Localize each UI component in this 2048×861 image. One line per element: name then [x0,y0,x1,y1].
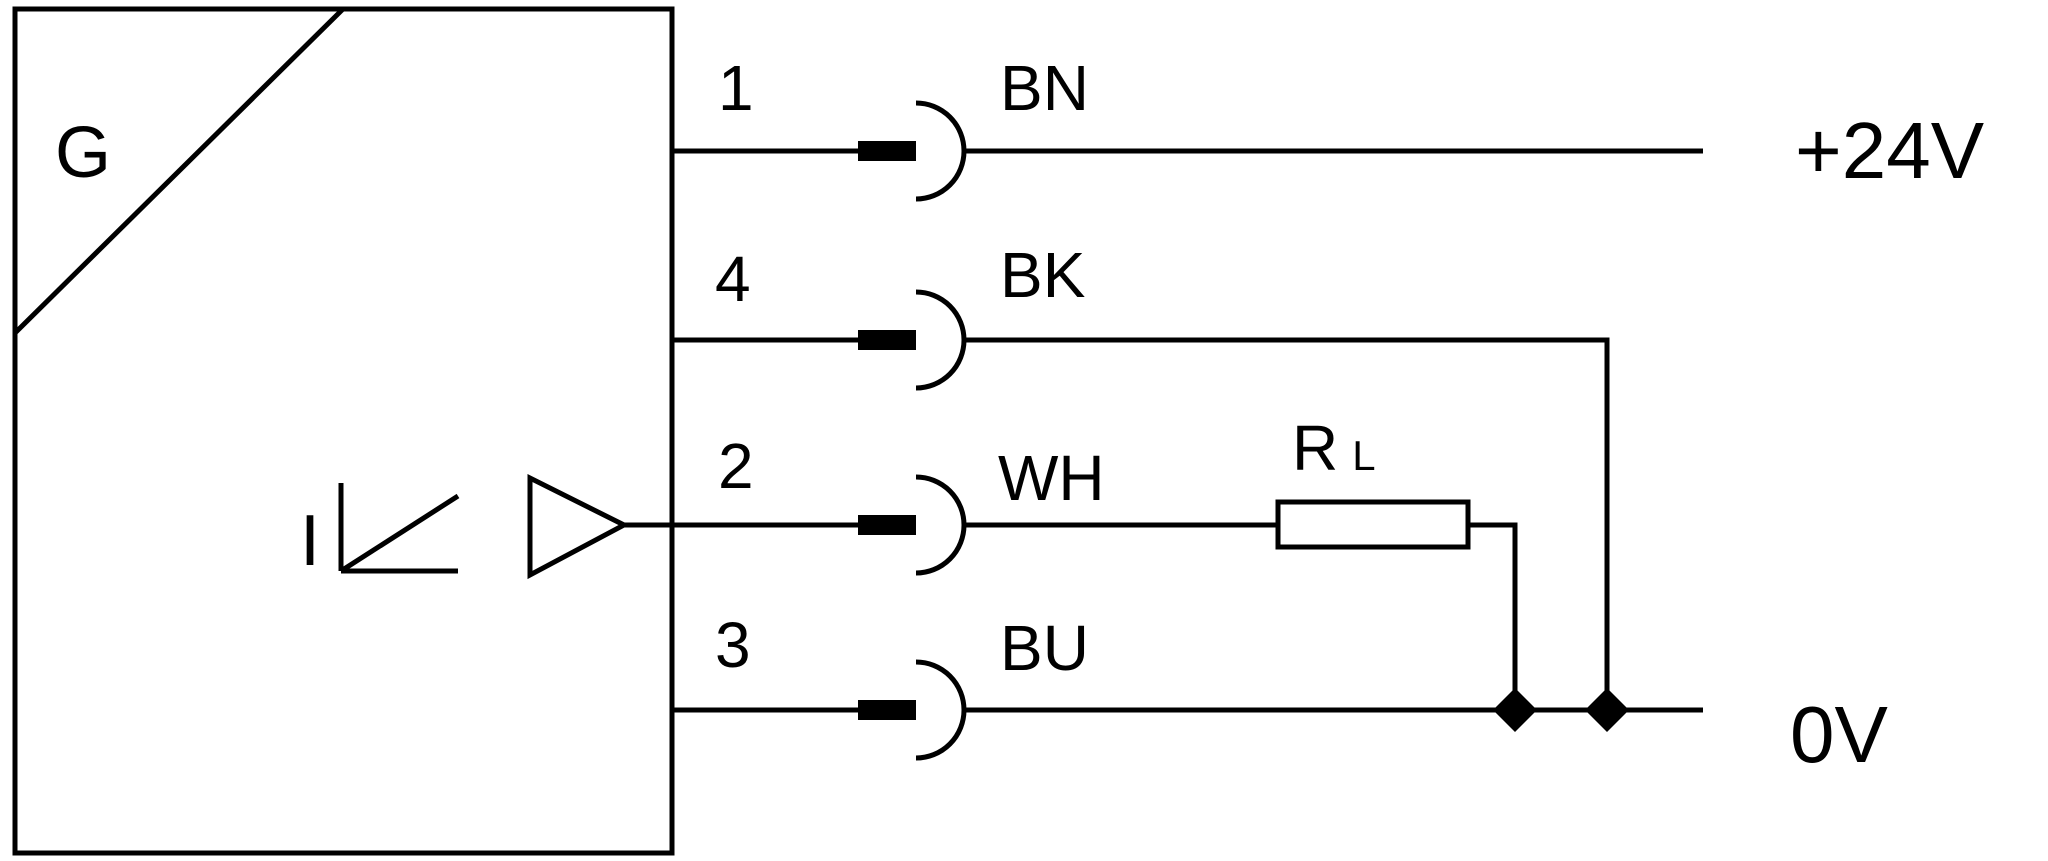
device-box [12,6,675,856]
wire-color-code: BU [1000,612,1089,684]
positive-terminal-label: +24V [1795,106,1985,195]
wire-bk: 4 BK [672,239,1610,710]
pin-number: 3 [715,609,751,681]
pin-number: 4 [715,243,751,315]
wire-color-code: BK [1000,239,1085,311]
wire-bu: 3 BU [672,609,1703,761]
connector-pin [858,700,916,720]
connector-socket [915,659,967,761]
connector-socket [915,289,967,391]
junction-dot-resistor [1493,688,1537,732]
wire-color-code: WH [998,442,1105,514]
supply-symbol-label: G [55,113,111,193]
load-resistor-symbol [1275,499,1471,550]
connector-socket [915,100,967,202]
pin-number: 2 [718,430,754,502]
output-symbol-letter: I [300,501,320,581]
wire-bn: 1 BN [672,52,1703,202]
wire-color-code: BN [1000,52,1089,124]
connector-pin [858,515,916,535]
ground-terminal-label: 0V [1790,690,1888,779]
analog-output-icon: I [300,483,460,581]
connector-pin [858,141,916,161]
connector-socket [915,474,967,576]
device-diagonal-divider [13,7,345,335]
junction-dot-bk [1585,688,1629,732]
amplifier-triangle-icon [527,473,630,580]
pin-number: 1 [718,52,754,124]
connector-pin [858,330,916,350]
